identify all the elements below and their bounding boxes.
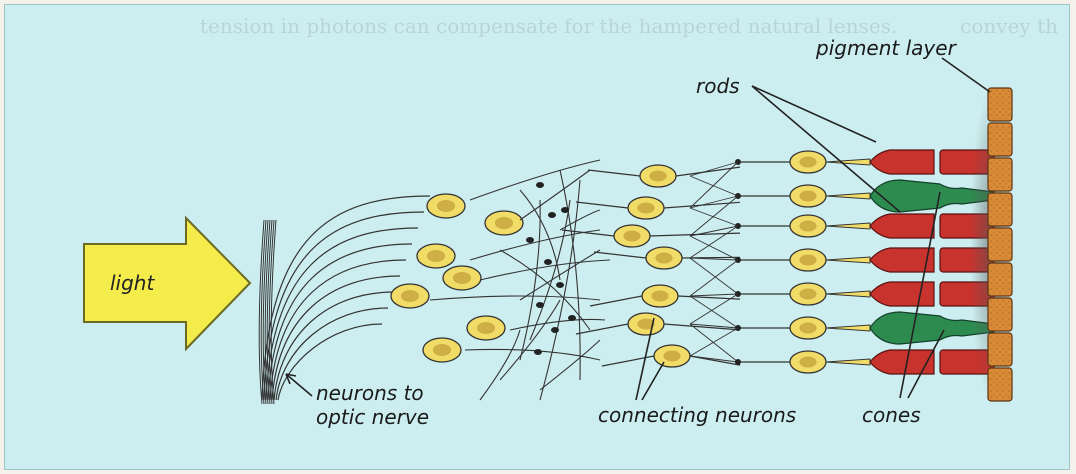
receptor-inner-segment: [826, 193, 870, 199]
connecting-pointer-2: [642, 362, 664, 400]
synapse-line: [690, 208, 738, 226]
dendrite: [560, 210, 600, 230]
ganglion-cell-core: [495, 217, 513, 229]
synapse-line: [690, 236, 738, 260]
synapse-line: [690, 258, 738, 294]
receptor-inner-segment: [826, 325, 870, 331]
pigment-stipple: [990, 370, 1010, 399]
synaptic-knob: [561, 207, 569, 213]
pigment-stipple: [990, 265, 1010, 294]
connecting-neuron-layer: [562, 165, 740, 367]
ganglion-cell-core: [433, 344, 451, 356]
label-light: light: [110, 271, 154, 295]
rod-inner: [870, 350, 934, 374]
bipolar-axon: [594, 252, 646, 258]
dendrite: [540, 180, 580, 400]
synapse-line: [690, 260, 738, 296]
bipolar-axon: [590, 296, 642, 306]
photoreceptor-nucleus-core: [799, 255, 816, 266]
dendrite: [430, 296, 600, 300]
ganglion-cell-core: [401, 290, 419, 302]
photoreceptor-nucleus-core: [799, 191, 816, 202]
synaptic-knob: [536, 182, 544, 188]
pigment-pointer: [942, 58, 990, 92]
rod-inner: [870, 150, 934, 174]
dendrite: [470, 160, 600, 200]
synaptic-knob: [556, 282, 564, 288]
dendrite: [470, 230, 600, 260]
receptor-inner-segment: [826, 291, 870, 297]
pigment-stipple: [990, 300, 1010, 329]
synapse-line: [690, 294, 738, 324]
bipolar-axon: [602, 356, 654, 366]
connecting-neuron-core: [663, 351, 680, 362]
pigment-stipple: [990, 230, 1010, 259]
label-neurons-line1: neurons to: [316, 381, 424, 405]
bipolar-axon: [588, 170, 640, 176]
pigment-stipple: [990, 125, 1010, 154]
photoreceptor-nucleus-core: [799, 289, 816, 300]
synaptic-knob: [568, 315, 576, 321]
outer-plexiform-layer: [690, 159, 741, 365]
synaptic-knob: [544, 259, 552, 265]
ganglion-cell-core: [427, 250, 445, 262]
photoreceptor-nucleus-core: [799, 157, 816, 168]
receptor-inner-segment: [826, 159, 870, 165]
connecting-neuron-core: [623, 231, 640, 242]
dendrite: [530, 200, 570, 340]
bipolar-axon: [576, 324, 628, 334]
pigment-layer: [970, 88, 1012, 401]
optic-nerve-pointer: [286, 374, 312, 396]
bipolar-dendrite: [676, 167, 740, 176]
light-arrow: [84, 218, 250, 349]
pigment-stipple: [990, 90, 1010, 119]
rod-inner: [870, 214, 934, 238]
bipolar-axon: [576, 202, 628, 208]
pigment-stipple: [990, 335, 1010, 364]
ganglion-cell-core: [453, 272, 471, 284]
ganglion-cell-layer: [391, 194, 523, 362]
label-rods: rods: [696, 74, 740, 98]
photoreceptor-nucleus-core: [799, 221, 816, 232]
connecting-neuron-core: [651, 291, 668, 302]
synapse-line: [690, 296, 738, 328]
photoreceptor-nucleus-core: [799, 323, 816, 334]
synapse-line: [690, 328, 738, 356]
synaptic-knob: [536, 302, 544, 308]
label-connecting-neurons: connecting neurons: [598, 403, 796, 427]
label-pigment-layer: pigment layer: [816, 36, 956, 60]
ganglion-cell-core: [477, 322, 495, 334]
synapse-line: [690, 258, 738, 260]
nerve-fiber: [270, 260, 406, 400]
rods-pointer-1: [752, 86, 876, 142]
synaptic-knob: [551, 327, 559, 333]
receptor-inner-segment: [826, 223, 870, 229]
receptor-inner-segment: [826, 257, 870, 263]
rod-inner: [870, 282, 934, 306]
label-cones: cones: [862, 403, 921, 427]
synapse-line: [690, 356, 738, 362]
connecting-neuron-core: [655, 253, 672, 264]
dendrite: [520, 170, 590, 220]
synaptic-knob: [534, 349, 542, 355]
synapse-line: [690, 294, 738, 296]
synaptic-knob: [548, 212, 556, 218]
connecting-neuron-core: [637, 203, 654, 214]
pigment-stipple: [990, 195, 1010, 224]
connecting-neuron-core: [649, 171, 666, 182]
ganglion-cell-core: [437, 200, 455, 212]
pigment-stipple: [990, 160, 1010, 189]
synaptic-knob: [526, 237, 534, 243]
photoreceptor-nucleus-core: [799, 357, 816, 368]
synapse-line: [690, 176, 738, 196]
dendrite: [520, 250, 600, 300]
label-neurons-line2: optic nerve: [316, 405, 429, 429]
receptor-inner-segment: [826, 359, 870, 365]
photoreceptor-nuclei: [740, 151, 870, 373]
